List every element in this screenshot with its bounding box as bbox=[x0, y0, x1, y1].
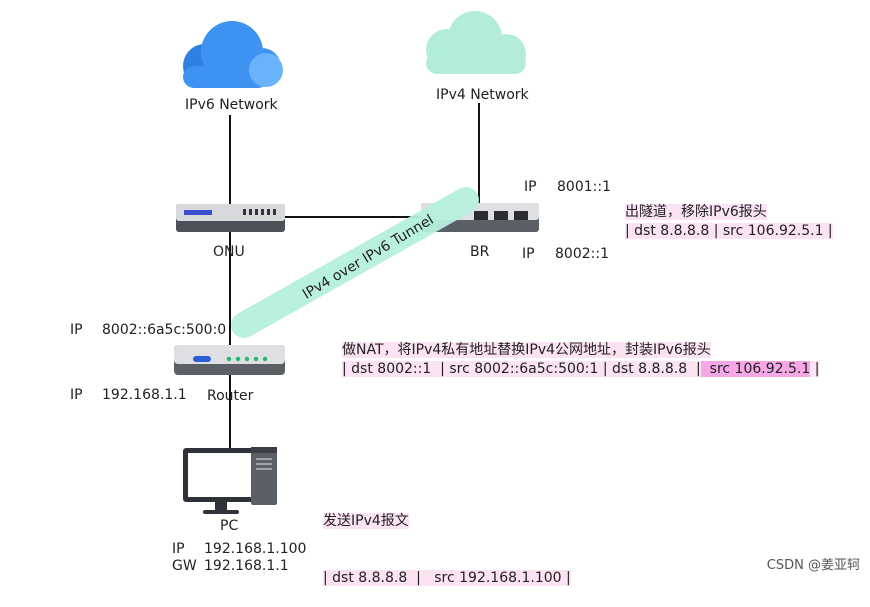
ipv6-tunnel-band bbox=[231, 187, 479, 338]
onu-device-icon bbox=[176, 204, 285, 232]
ipv6-cloud-icon bbox=[183, 21, 283, 88]
ipv4-cloud-icon bbox=[426, 11, 526, 74]
router-wan-ip: 8002::6a5c:500:0 bbox=[102, 322, 227, 338]
pc-ip-key: IP bbox=[172, 541, 185, 557]
pc-ip: 192.168.1.100 bbox=[204, 541, 307, 557]
pc-note-line: | dst 8.8.8.8 | src 192.168.1.100 | bbox=[323, 570, 571, 586]
router-label: Router bbox=[207, 388, 254, 404]
router-note-line-c: | bbox=[810, 361, 820, 377]
br-ip-top-key: IP bbox=[524, 179, 537, 195]
router-note: 做NAT，将IPv4私有地址替换IPv4公网地址，封装IPv6报头 | dst … bbox=[342, 341, 820, 379]
pc-label: PC bbox=[220, 518, 239, 534]
br-note-title: 出隧道，移除IPv6报头 bbox=[625, 204, 767, 220]
br-ip-bottom: 8002::1 bbox=[555, 246, 609, 262]
network-diagram bbox=[174, 11, 539, 514]
br-note-line: | dst 8.8.8.8 | src 106.92.5.1 | bbox=[625, 223, 833, 239]
br-ip-bottom-key: IP bbox=[522, 246, 535, 262]
br-ip-top: 8001::1 bbox=[557, 179, 611, 195]
br-label: BR bbox=[470, 244, 490, 260]
router-note-line-a: | dst 8002::1 | src 8002::6a5c:500:1 | d… bbox=[342, 361, 701, 377]
pc-note-title: 发送IPv4报文 bbox=[323, 513, 409, 529]
pc-note: 发送IPv4报文 | dst 8.8.8.8 | src 192.168.1.1… bbox=[323, 474, 571, 607]
pc-gw-key: GW bbox=[172, 558, 197, 574]
pc-gw: 192.168.1.1 bbox=[204, 558, 289, 574]
watermark: CSDN @姜亚轲 bbox=[766, 558, 860, 573]
router-note-title: 做NAT，将IPv4私有地址替换IPv4公网地址，封装IPv6报头 bbox=[342, 342, 711, 358]
router-device-icon bbox=[174, 345, 285, 375]
router-lan-ip-key: IP bbox=[70, 387, 83, 403]
onu-label: ONU bbox=[213, 244, 245, 260]
ipv6-network-label: IPv6 Network bbox=[185, 97, 278, 113]
pc-computer-icon bbox=[183, 447, 277, 514]
ipv4-network-label: IPv4 Network bbox=[436, 87, 529, 103]
router-note-line-b: src 106.92.5.1 bbox=[700, 361, 811, 377]
router-lan-ip: 192.168.1.1 bbox=[102, 387, 187, 403]
br-note: 出隧道，移除IPv6报头 | dst 8.8.8.8 | src 106.92.… bbox=[625, 203, 833, 241]
router-wan-ip-key: IP bbox=[70, 322, 83, 338]
